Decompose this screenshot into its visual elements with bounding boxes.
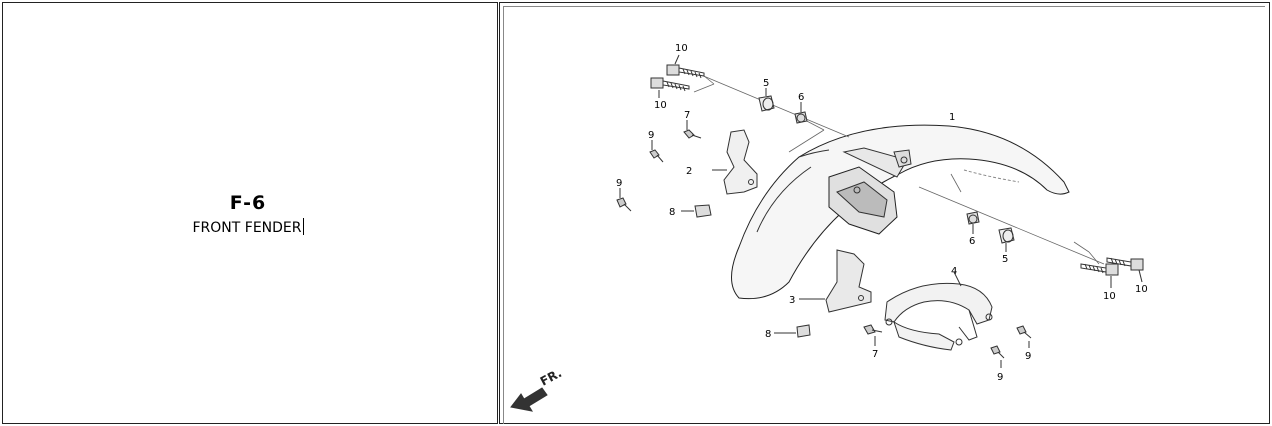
callout-9-lower-a: 9 (997, 372, 1003, 383)
fender-body (731, 124, 1070, 300)
callout-6-upper: 6 (798, 92, 804, 103)
bolts-10-right (1080, 257, 1144, 288)
callout-9-lower-b: 9 (1025, 351, 1031, 362)
callout-10-a: 10 (675, 43, 688, 54)
callout-4: 4 (951, 266, 957, 277)
clip-nuts-8 (681, 204, 811, 338)
callout-2: 2 (686, 166, 692, 177)
callout-10-b: 10 (654, 100, 667, 111)
section-code: F-6 (229, 192, 267, 214)
part-4-guard (884, 271, 993, 351)
callout-5-lower: 5 (1002, 254, 1008, 265)
section-label-cell (2, 2, 498, 424)
callout-5-upper: 5 (763, 78, 769, 89)
callout-6-lower: 6 (969, 236, 975, 247)
collar-5-6-upper (758, 88, 808, 124)
callout-9-upper: 9 (648, 130, 654, 141)
front-direction-arrow (510, 387, 548, 412)
callout-8-upper: 8 (669, 207, 675, 218)
callout-1: 1 (949, 112, 955, 123)
section-title: FRONT FENDER (192, 220, 302, 236)
callout-10-d: 10 (1135, 284, 1148, 295)
callout-7-upper: 7 (684, 110, 690, 121)
section-title-line: FRONT FENDER (0, 218, 496, 236)
diagram-inner-border (503, 6, 1265, 424)
callout-8-lower: 8 (765, 329, 771, 340)
collar-5-6-lower (966, 211, 1015, 252)
bolts-10-left (650, 54, 705, 98)
axle-lines (693, 71, 1105, 265)
callout-10-c: 10 (1103, 291, 1116, 302)
front-direction-label: FR. (538, 366, 564, 389)
callout-7-lower: 7 (872, 349, 878, 360)
part-3-bracket (799, 249, 872, 313)
callout-3: 3 (789, 295, 795, 306)
callout-9-left: 9 (616, 178, 622, 189)
screws-lower (863, 324, 1032, 368)
text-cursor (302, 218, 304, 235)
part-2-bracket (712, 129, 758, 195)
exploded-parts-diagram: 10 10 5 6 7 9 1 2 9 8 6 5 10 10 4 3 8 7 … (510, 43, 1148, 412)
screws-left (616, 120, 702, 212)
